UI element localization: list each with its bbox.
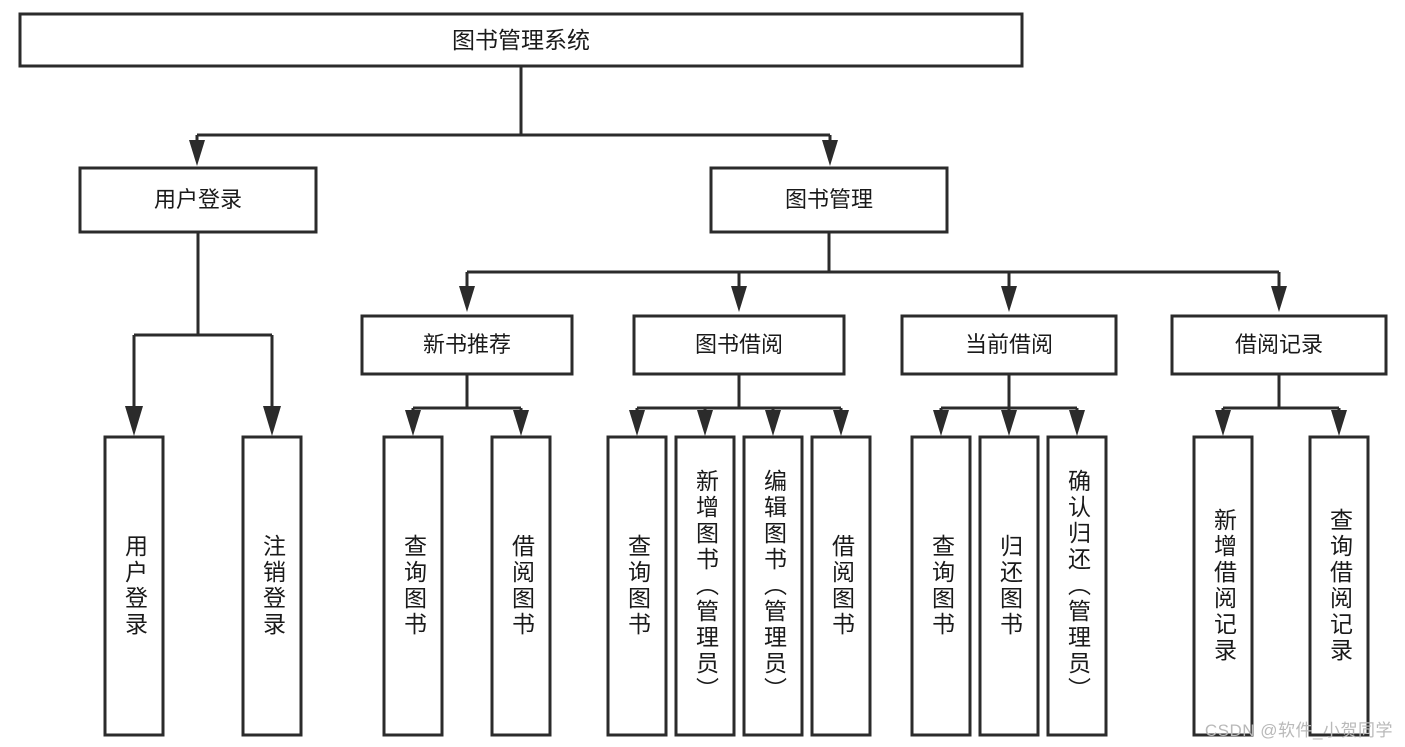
book-management-label: 图书管理 xyxy=(785,187,873,212)
arrow-leaf-5 xyxy=(765,410,781,436)
arrow-leaf-2 xyxy=(513,410,529,436)
arrow-leaf-6 xyxy=(833,410,849,436)
connector-book-management-to-level3 xyxy=(459,232,1287,312)
book-borrow-label: 图书借阅 xyxy=(695,332,783,357)
user-login-box[interactable] xyxy=(78,166,318,234)
arrow-leaf-7 xyxy=(933,410,949,436)
new-book-recommend-box[interactable] xyxy=(360,314,574,376)
leaf-box-edit-book[interactable] xyxy=(742,435,804,737)
node-current-borrow[interactable]: 当前借阅 xyxy=(900,314,1118,376)
connector-user-login-to-leaves xyxy=(125,232,281,436)
leaf-box-borrow-book-1[interactable] xyxy=(490,435,552,737)
current-borrow-box[interactable] xyxy=(900,314,1118,376)
arrow-to-leaf-logout xyxy=(263,406,281,436)
leaf-box-add-book[interactable] xyxy=(674,435,736,737)
borrow-record-label: 借阅记录 xyxy=(1235,332,1323,357)
arrow-to-current-borrow xyxy=(1001,286,1017,312)
node-new-book-recommend[interactable]: 新书推荐 xyxy=(360,314,574,376)
leaf-box-query-record[interactable] xyxy=(1308,435,1370,737)
connector-book-borrow-to-leaves xyxy=(629,374,849,436)
connector-new-book-recommend-to-leaves xyxy=(405,374,529,436)
arrow-to-new-book-rec xyxy=(459,286,475,312)
user-login-label: 用户登录 xyxy=(154,187,242,212)
arrow-leaf-10 xyxy=(1215,410,1231,436)
arrow-to-borrow-record xyxy=(1271,286,1287,312)
arrow-to-leaf-user-login xyxy=(125,406,143,436)
leaf-box-query-book-2[interactable] xyxy=(606,435,668,737)
leaf-box-query-book-1[interactable] xyxy=(382,435,444,737)
node-book-management[interactable]: 图书管理 xyxy=(709,166,949,234)
leaf-box-logout[interactable] xyxy=(241,435,303,737)
node-root[interactable]: 图书管理系统 xyxy=(18,12,1024,68)
leaf-box-user-login[interactable] xyxy=(103,435,165,737)
csdn-watermark: CSDN @软件_小贺同学 xyxy=(1204,721,1393,740)
arrow-leaf-11 xyxy=(1331,410,1347,436)
arrow-leaf-1 xyxy=(405,410,421,436)
node-borrow-record[interactable]: 借阅记录 xyxy=(1170,314,1388,376)
node-book-borrow[interactable]: 图书借阅 xyxy=(632,314,846,376)
arrow-leaf-9 xyxy=(1069,410,1085,436)
arrow-to-book-manage xyxy=(822,140,838,166)
new-book-recommend-label: 新书推荐 xyxy=(423,332,511,357)
leaf-box-borrow-book-2[interactable] xyxy=(810,435,872,737)
arrow-leaf-3 xyxy=(629,410,645,436)
leaf-box-return-book[interactable] xyxy=(978,435,1040,737)
current-borrow-label: 当前借阅 xyxy=(965,332,1053,357)
node-user-login[interactable]: 用户登录 xyxy=(78,166,318,234)
arrow-leaf-4 xyxy=(697,410,713,436)
leaf-box-query-book-3[interactable] xyxy=(910,435,972,737)
leaf-box-add-record[interactable] xyxy=(1192,435,1254,737)
arrow-to-book-borrow xyxy=(731,286,747,312)
arrow-leaf-8 xyxy=(1001,410,1017,436)
arrow-to-user-login xyxy=(189,140,205,166)
root-label: 图书管理系统 xyxy=(452,27,590,53)
root-box[interactable] xyxy=(18,12,1024,68)
connector-current-borrow-to-leaves xyxy=(933,374,1085,436)
leaf-box-confirm-return[interactable] xyxy=(1046,435,1108,737)
connector-root-to-level2 xyxy=(189,66,838,166)
connector-borrow-record-to-leaves xyxy=(1215,374,1347,436)
